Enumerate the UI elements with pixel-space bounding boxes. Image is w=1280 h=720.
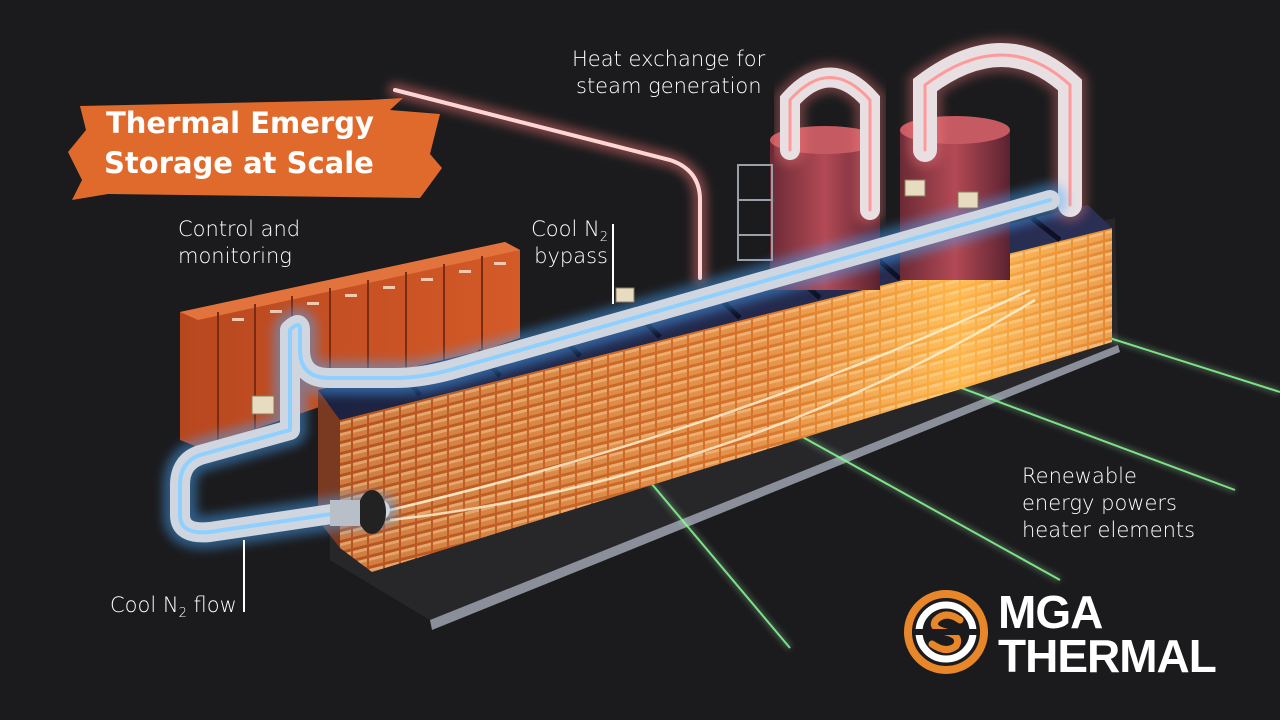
- leader-line-flow: [243, 540, 245, 612]
- mga-logo-mark-icon: [904, 590, 988, 674]
- label-heat-exchange: Heat exchange for steam generation: [572, 46, 765, 100]
- title-line-1: Thermal Emergy: [106, 106, 374, 140]
- label-bypass-sub: 2: [599, 230, 608, 245]
- label-bypass-line-2: bypass: [534, 244, 608, 268]
- label-control-line-1: Control and: [178, 217, 301, 241]
- label-flow-pre: Cool N: [110, 593, 179, 617]
- mga-thermal-logo: MGA THERMAL: [902, 586, 1232, 682]
- logo-line-2: THERMAL: [998, 630, 1217, 682]
- label-bypass-line-1: Cool N2: [528, 216, 608, 245]
- label-bypass-pre: Cool N: [531, 217, 600, 241]
- label-control-line-2: monitoring: [178, 244, 292, 268]
- label-flow-post: flow: [186, 593, 237, 617]
- label-renewable-line-2: energy powers: [1022, 491, 1177, 515]
- title-line-2: Storage at Scale: [104, 146, 374, 180]
- label-flow-sub: 2: [178, 606, 187, 621]
- title-banner: Thermal Emergy Storage at Scale: [68, 96, 448, 202]
- label-heat-exchange-line-1: Heat exchange for: [572, 47, 766, 71]
- label-n2-bypass: Cool N2 bypass: [528, 216, 608, 270]
- leader-line-bypass: [612, 224, 614, 304]
- label-control-monitoring: Control and monitoring: [178, 216, 300, 270]
- label-n2-flow: Cool N2 flow: [110, 592, 237, 621]
- label-renewable-line-3: heater elements: [1022, 518, 1196, 542]
- label-heat-exchange-line-2: steam generation: [576, 74, 762, 98]
- logo-line-1: MGA: [998, 586, 1103, 638]
- label-renewable-energy: Renewable energy powers heater elements: [1022, 463, 1195, 544]
- label-renewable-line-1: Renewable: [1022, 464, 1137, 488]
